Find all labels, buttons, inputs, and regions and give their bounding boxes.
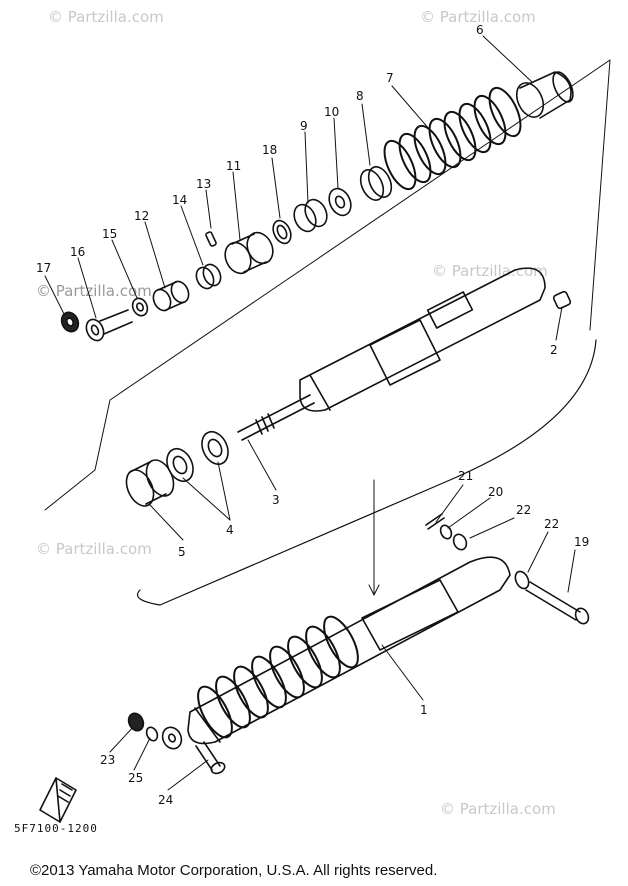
- watermark: © Partzilla.com: [432, 262, 548, 280]
- callout-4: 4: [226, 523, 234, 537]
- piston-rod-part-3: [237, 394, 315, 441]
- lower-eye: [161, 726, 183, 750]
- o-ring-part-18: [272, 219, 292, 245]
- callout-2: 2: [550, 343, 558, 357]
- callout-15: 15: [102, 227, 117, 241]
- callout-19: 19: [574, 535, 589, 549]
- spring-guide-part-8: [359, 166, 393, 201]
- spring-seat-part-6: [515, 71, 574, 119]
- bolt-part-19: [525, 581, 590, 625]
- callout-24: 23: [100, 753, 115, 767]
- callout-22: 22: [516, 503, 531, 517]
- lock-nut-part-4: [166, 430, 229, 483]
- callout-21: 21: [458, 469, 473, 483]
- part-code: 5F7100-1200: [14, 822, 98, 835]
- bump-stopper-part-11: [224, 231, 274, 275]
- callout-8: 8: [356, 89, 364, 103]
- washer-part-15: [131, 297, 149, 317]
- callout-11: 11: [226, 159, 241, 173]
- lower-spring: [197, 615, 359, 739]
- callout-18: 18: [262, 143, 277, 157]
- leader-lines: [44, 35, 576, 791]
- washer-part-20: [439, 524, 453, 540]
- watermark: © Partzilla.com: [420, 8, 536, 26]
- collar-part-2: [552, 290, 572, 310]
- callout-16: 16: [70, 245, 85, 259]
- callout-9: 9: [300, 119, 308, 133]
- bracket-line: [136, 339, 597, 606]
- frame-line: [44, 59, 611, 511]
- frame-line: [589, 59, 611, 331]
- spring-part-7: [383, 86, 522, 191]
- callout-12: 12: [134, 209, 149, 223]
- callout-17: 17: [36, 261, 51, 275]
- watermark: © Partzilla.com: [48, 8, 164, 26]
- cotter-pin-part-21: [425, 513, 445, 530]
- callout-1: 1: [420, 703, 428, 717]
- shock-assembly-part-1: [187, 556, 511, 745]
- callout-23: 24: [158, 793, 173, 807]
- pin-part-13: [205, 231, 217, 247]
- callout-7: 7: [386, 71, 394, 85]
- bushing-part-12: [152, 280, 190, 312]
- callout-22: 22: [544, 517, 559, 531]
- nut-part-24: [127, 712, 145, 732]
- washer-part-22: [452, 533, 530, 590]
- callout-25: 25: [128, 771, 143, 785]
- washer-part-25: [145, 726, 159, 742]
- washer-part-10: [328, 187, 352, 217]
- bushing-part-9: [293, 198, 328, 233]
- collar-part-14: [195, 263, 222, 290]
- spring-adjuster-part-5: [125, 459, 175, 507]
- bolt-part-23: [195, 741, 226, 775]
- damper-body: [299, 267, 546, 412]
- callout-20: 20: [488, 485, 503, 499]
- callout-10: 10: [324, 105, 339, 119]
- copyright-notice: ©2013 Yamaha Motor Corporation, U.S.A. A…: [30, 862, 438, 879]
- watermark: © Partzilla.com: [36, 282, 152, 300]
- watermark: © Partzilla.com: [440, 800, 556, 818]
- callout-13: 13: [196, 177, 211, 191]
- nut-part-17: [60, 311, 80, 333]
- callout-3: 3: [272, 493, 280, 507]
- bolt-part-16: [85, 309, 133, 342]
- callout-14: 14: [172, 193, 187, 207]
- watermark: © Partzilla.com: [36, 540, 152, 558]
- front-arrow-icon: [39, 777, 77, 823]
- callout-5: 5: [178, 545, 186, 559]
- callout-6: 6: [476, 23, 484, 37]
